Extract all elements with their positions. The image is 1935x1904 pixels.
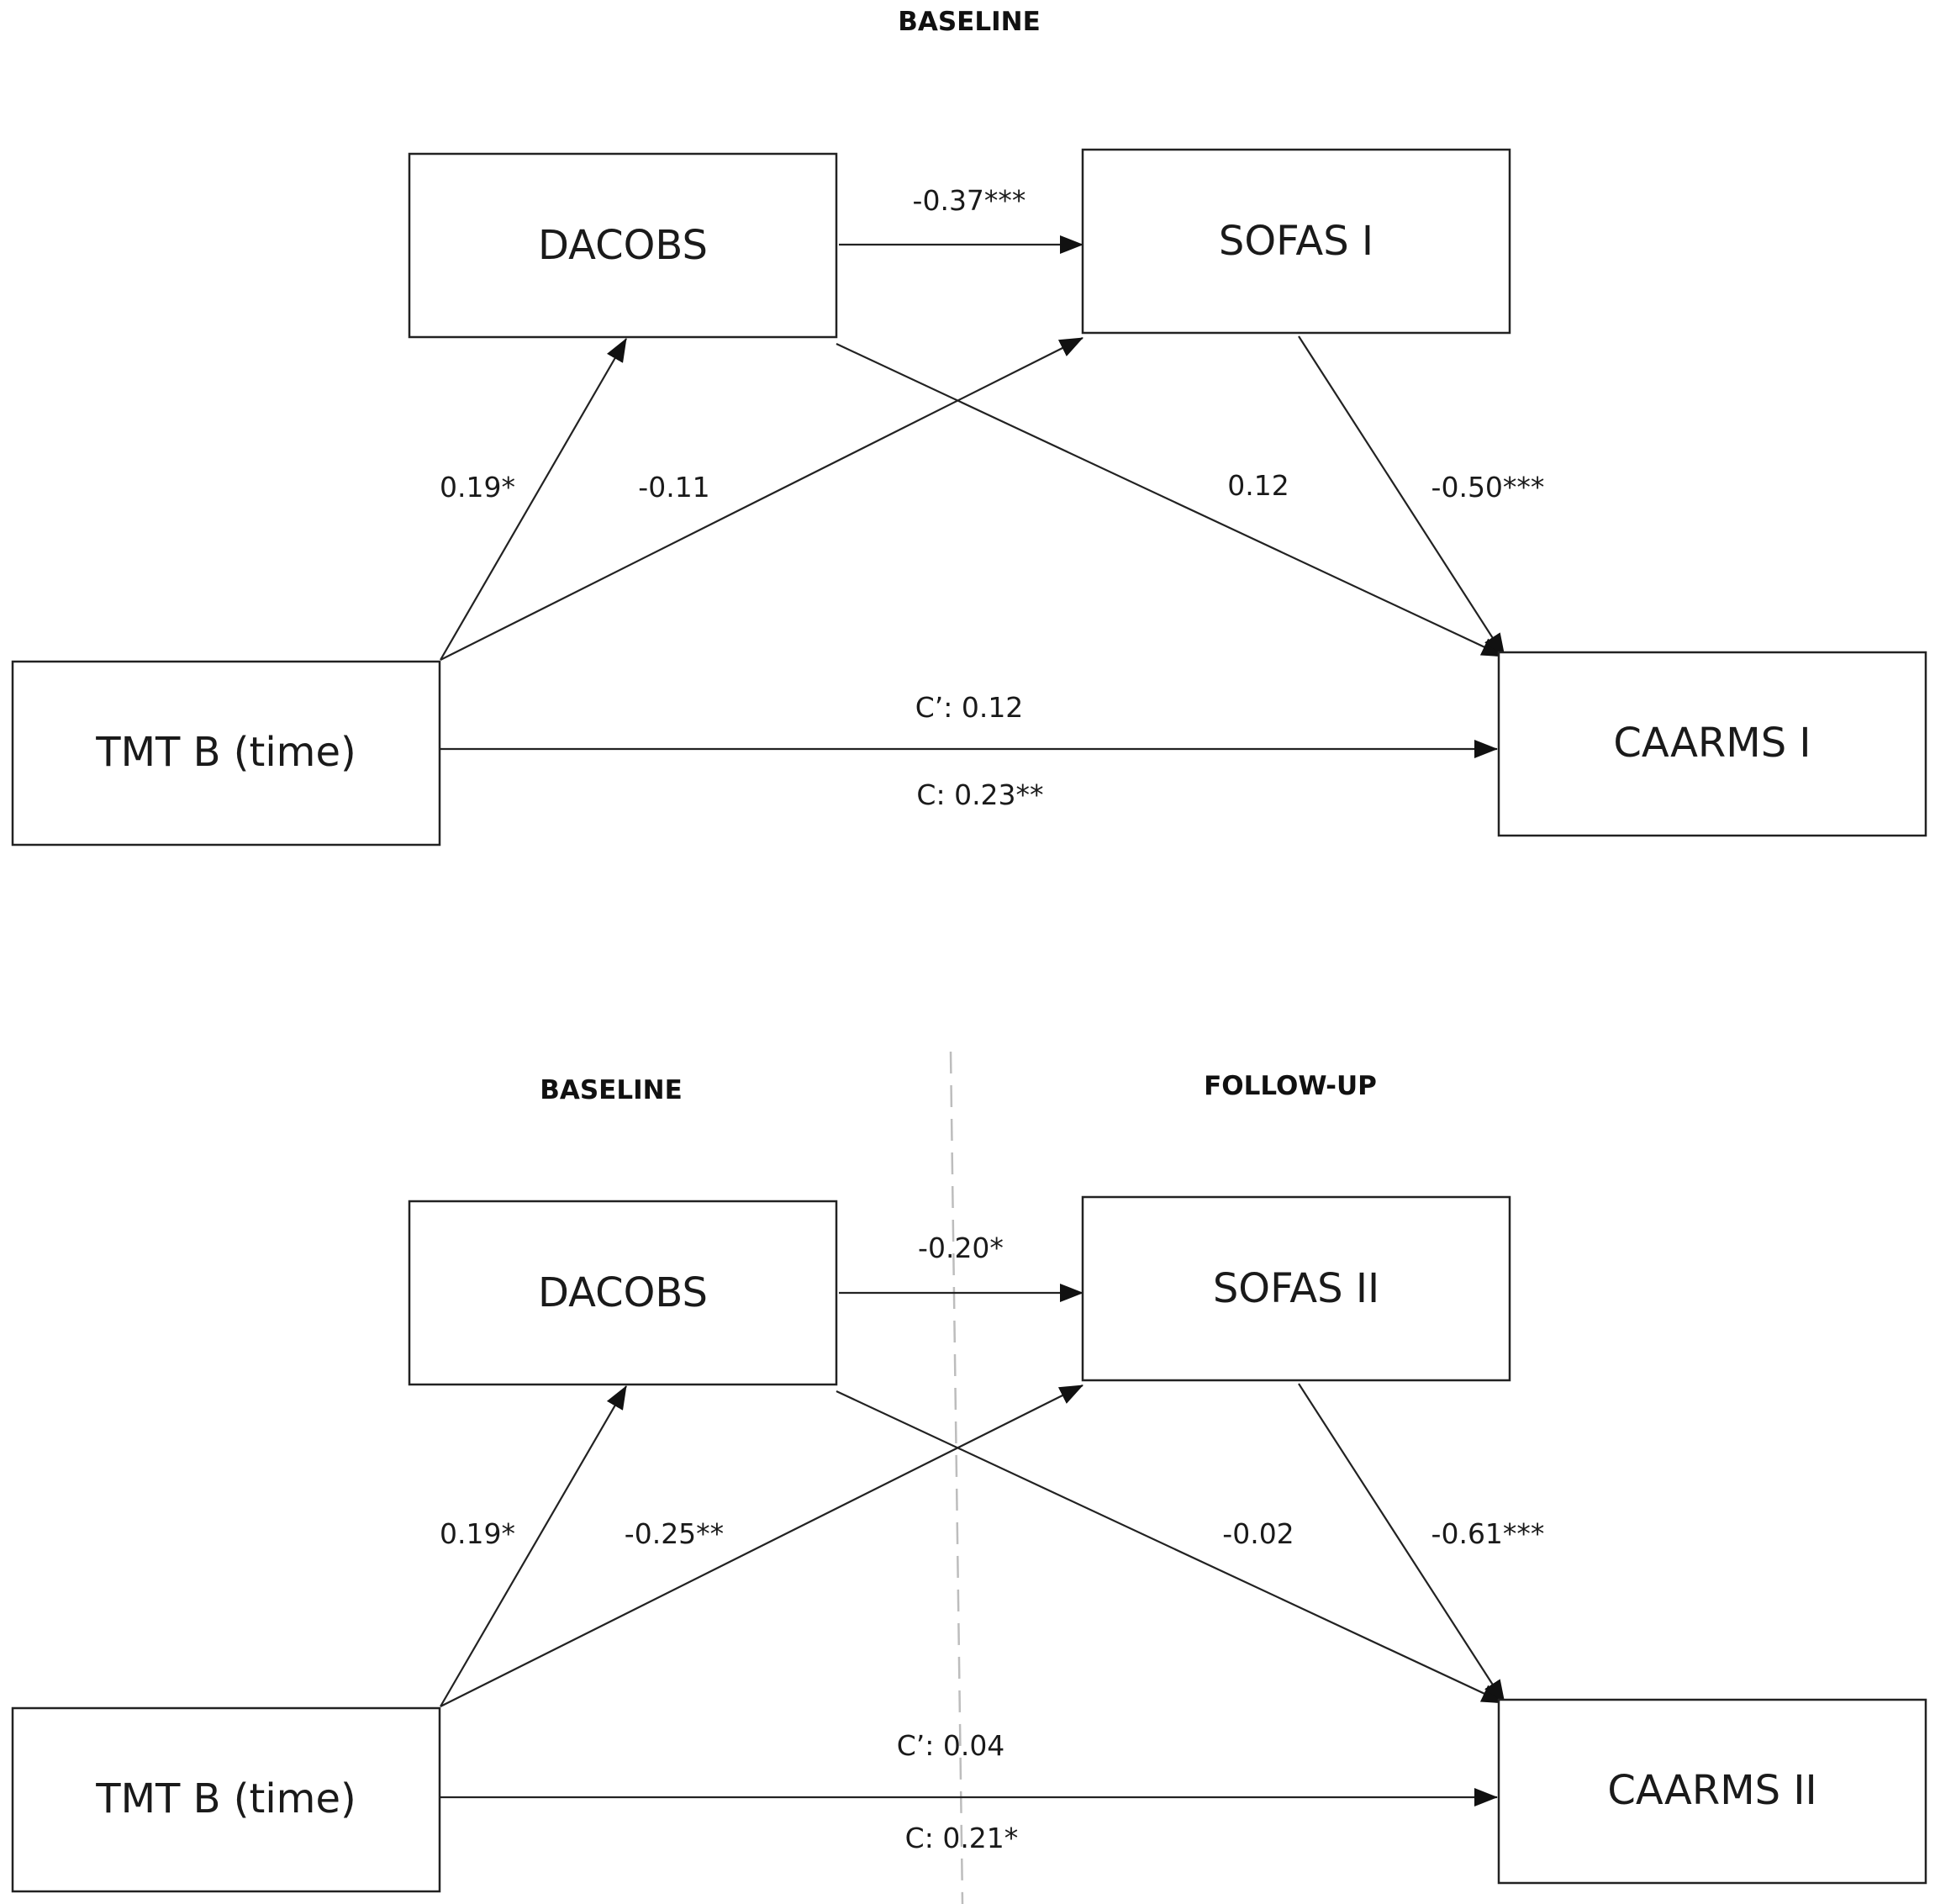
panel2-header-left: BASELINE xyxy=(540,1075,683,1105)
node-label: DACOBS xyxy=(538,1269,708,1316)
coef-tmt-to-sofas: -0.11 xyxy=(638,471,709,504)
node-label: DACOBS xyxy=(538,222,708,269)
node-label: SOFAS II xyxy=(1213,1265,1379,1312)
node-sofas: SOFAS II xyxy=(1081,1195,1511,1382)
panel-baseline: BASELINE DACOBS SOFAS I TMT B (time) CAA… xyxy=(11,7,1927,847)
coef-dacobs-to-caarms: -0.02 xyxy=(1222,1517,1294,1550)
edge-tmt-to-dacobs xyxy=(440,1385,627,1707)
edge-tmt-to-dacobs xyxy=(440,338,627,661)
node-label: TMT B (time) xyxy=(95,729,356,776)
edge-dacobs-to-caarms xyxy=(836,343,1505,657)
time-divider xyxy=(949,1051,964,1904)
edge-tmt-to-sofas xyxy=(440,337,1083,661)
coef-sofas-to-caarms: -0.61*** xyxy=(1431,1517,1545,1550)
node-dacobs: DACOBS xyxy=(408,152,838,339)
edge-sofas-to-caarms xyxy=(1298,1383,1505,1704)
coef-tmt-to-sofas: -0.25** xyxy=(625,1517,724,1550)
edge-dacobs-to-caarms xyxy=(836,1390,1505,1704)
node-caarms: CAARMS I xyxy=(1497,651,1927,837)
coef-total-effect: C: 0.21* xyxy=(905,1822,1019,1854)
node-dacobs: DACOBS xyxy=(408,1200,838,1386)
coef-dacobs-to-caarms: 0.12 xyxy=(1227,469,1289,502)
node-label: TMT B (time) xyxy=(95,1775,356,1822)
node-tmt: TMT B (time) xyxy=(11,660,441,847)
coef-sofas-to-caarms: -0.50*** xyxy=(1431,471,1545,504)
node-tmt: TMT B (time) xyxy=(11,1706,441,1893)
coef-tmt-to-dacobs: 0.19* xyxy=(440,1517,515,1550)
node-label: CAARMS I xyxy=(1613,720,1811,767)
coef-direct-effect: C’: 0.12 xyxy=(915,691,1024,724)
node-label: SOFAS I xyxy=(1219,218,1373,265)
node-sofas: SOFAS I xyxy=(1081,148,1511,335)
coef-direct-effect: C’: 0.04 xyxy=(897,1729,1005,1762)
panel2-header-right: FOLLOW-UP xyxy=(1204,1071,1377,1101)
coef-tmt-to-dacobs: 0.19* xyxy=(440,471,515,504)
coef-dacobs-to-sofas: -0.20* xyxy=(918,1232,1004,1264)
node-caarms: CAARMS II xyxy=(1497,1698,1927,1885)
coef-dacobs-to-sofas: -0.37*** xyxy=(913,184,1026,217)
node-label: CAARMS II xyxy=(1607,1767,1816,1814)
panel1-header: BASELINE xyxy=(898,7,1041,37)
edge-tmt-to-sofas xyxy=(440,1384,1083,1707)
coef-total-effect: C: 0.23** xyxy=(916,778,1043,811)
panel-baseline-followup: BASELINE FOLLOW-UP DACOBS SOFAS II TMT B… xyxy=(11,1051,1927,1904)
edge-sofas-to-caarms xyxy=(1298,335,1505,657)
